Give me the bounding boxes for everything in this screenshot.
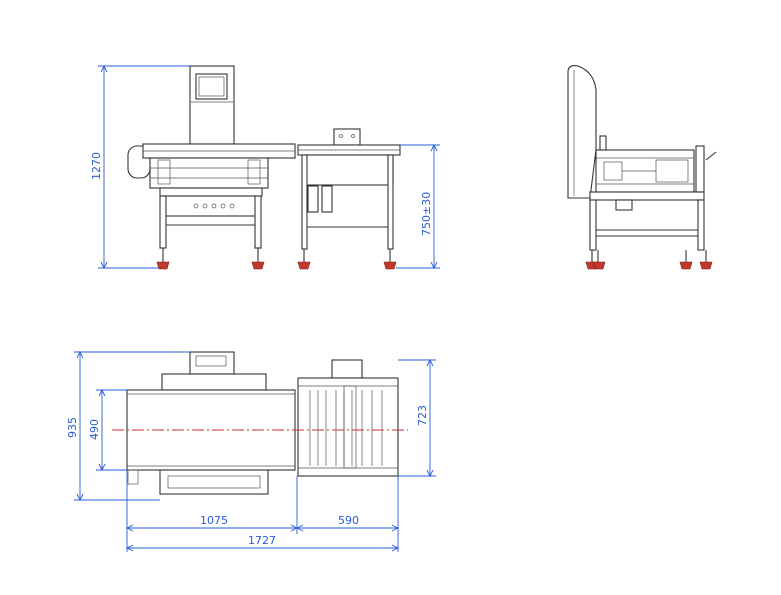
reject-control-box bbox=[333, 128, 361, 146]
side-view bbox=[567, 65, 717, 270]
dim-belt-width: 490 bbox=[88, 419, 101, 440]
foot bbox=[297, 261, 311, 270]
top-reject-unit bbox=[297, 377, 399, 477]
dim-total-length: 1727 bbox=[248, 534, 276, 547]
top-reject-box bbox=[331, 359, 363, 379]
dim-top-width: 935 bbox=[66, 417, 79, 438]
conveyor-body bbox=[149, 157, 269, 189]
foot bbox=[383, 261, 397, 270]
foot bbox=[251, 261, 265, 270]
dim-front-height: 1270 bbox=[90, 152, 103, 180]
dim-reject-length: 590 bbox=[338, 514, 359, 527]
left-leg bbox=[159, 195, 167, 249]
front-dimensions: 1270 750±30 bbox=[90, 64, 440, 270]
dim-checkweigher-length: 1075 bbox=[200, 514, 228, 527]
air-filter bbox=[307, 185, 319, 213]
dim-table-height: 750±30 bbox=[420, 192, 433, 236]
foot bbox=[699, 261, 713, 270]
right-leg bbox=[254, 195, 262, 249]
air-filter bbox=[321, 185, 333, 213]
dim-reject-width: 723 bbox=[416, 405, 429, 426]
side-bracket bbox=[695, 145, 705, 193]
display-screen bbox=[195, 73, 228, 100]
foot bbox=[592, 261, 606, 270]
top-display-column bbox=[189, 351, 235, 375]
reject-body bbox=[304, 154, 394, 186]
front-view bbox=[127, 65, 401, 270]
foot bbox=[156, 261, 170, 270]
top-dimensions: 935 490 723 1075 590 1727 bbox=[66, 350, 436, 552]
top-view bbox=[112, 351, 408, 495]
side-display-column bbox=[567, 65, 597, 199]
foot bbox=[679, 261, 693, 270]
control-panel bbox=[163, 195, 257, 217]
